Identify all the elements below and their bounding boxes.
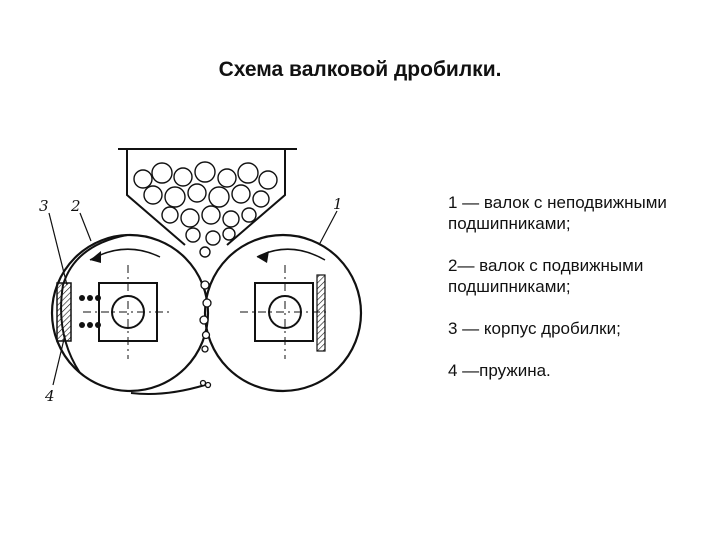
diagram-title: Схема валковой дробилки. [218, 58, 502, 81]
callout-4: 4 [44, 387, 55, 405]
callout-1: 1 [333, 195, 343, 213]
hopper [118, 148, 297, 246]
legend: 1 — валок с неподвижными подшипниками; 2… [448, 192, 718, 402]
roller-movable-bearings [50, 233, 210, 393]
legend-item-2-line2: подшипниками; [448, 277, 571, 296]
crusher-diagram: 3 2 1 4 [39, 148, 363, 405]
legend-item-4-line1: 4 —пружина. [448, 361, 551, 380]
legend-item-4: 4 —пружина. [448, 360, 718, 381]
roller-fixed-bearings [203, 233, 363, 393]
legend-item-1: 1 — валок с неподвижными подшипниками; [448, 192, 718, 234]
legend-item-2: 2— валок с подвижными подшипниками; [448, 255, 718, 297]
legend-item-2-line1: 2— валок с подвижными [448, 256, 644, 275]
legend-item-3-line1: 3 — корпус дробилки; [448, 319, 621, 338]
callout-leaders [48, 210, 338, 386]
legend-item-3: 3 — корпус дробилки; [448, 318, 718, 339]
legend-item-1-line1: 1 — валок с неподвижными [448, 193, 667, 212]
crushed-material [199, 280, 212, 389]
rock-pile [133, 161, 278, 258]
callout-2: 2 [70, 197, 81, 215]
legend-item-1-line2: подшипниками; [448, 214, 571, 233]
spring [56, 282, 101, 342]
callout-3: 3 [39, 197, 49, 215]
